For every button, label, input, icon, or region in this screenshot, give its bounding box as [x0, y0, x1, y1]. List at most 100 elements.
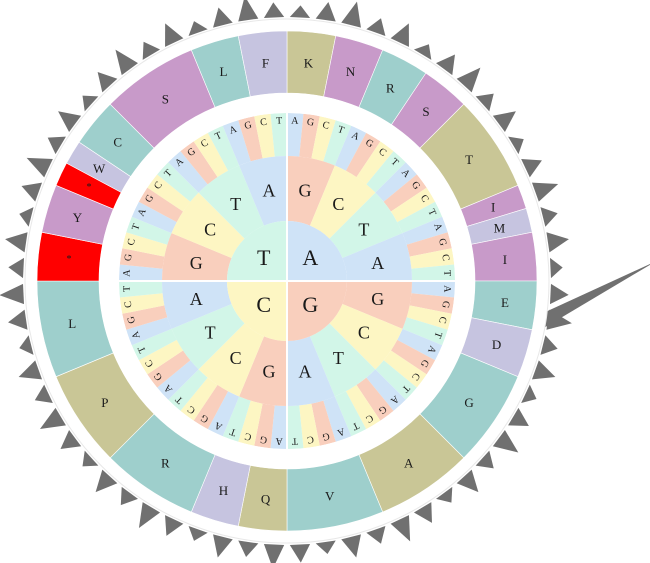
rim-spike [188, 21, 208, 37]
second-base-sector [162, 281, 232, 329]
third-base-sector [411, 281, 455, 298]
rim-spike [165, 23, 184, 47]
second-base-sector [162, 233, 232, 281]
third-base-sector [207, 125, 240, 171]
rim-spike [97, 72, 118, 93]
rim-spike [238, 0, 259, 22]
second-base-sector [342, 281, 412, 329]
third-base-label: T [136, 344, 149, 354]
amino-acid-label: G [464, 395, 473, 410]
third-base-sector [323, 120, 352, 166]
rim-spike [549, 257, 563, 279]
stop-codon-label: * [67, 254, 72, 265]
amino-acid-label: R [386, 80, 395, 95]
second-base-sector [309, 165, 376, 239]
third-base-label: A [425, 344, 438, 356]
third-base-sector [180, 141, 218, 185]
third-base-sector [299, 403, 320, 449]
third-base-label: G [123, 253, 135, 262]
third-base-sector [287, 113, 304, 157]
second-base-sector [239, 156, 287, 226]
rim-spike [475, 450, 494, 469]
rim-spike [475, 93, 494, 112]
third-base-sector [311, 116, 336, 162]
amino-acid-label: H [219, 483, 228, 498]
rim-spike [95, 469, 118, 493]
second-base-label: T [230, 194, 241, 214]
third-base-sector [366, 369, 406, 411]
amino-acid-label: A [404, 456, 414, 471]
rim-spike [47, 136, 66, 155]
amino-acid-label: N [346, 64, 356, 79]
third-base-label: G [259, 433, 268, 445]
rim-spike [436, 486, 453, 503]
rim-spike [508, 407, 529, 426]
first-base-sector [227, 221, 287, 281]
third-base-sector [270, 113, 287, 157]
third-base-label: C [143, 357, 156, 369]
amino-acid-ring [36, 30, 538, 532]
first-base-label: A [302, 245, 318, 270]
second-base-sector [309, 323, 376, 397]
third-base-sector [254, 113, 275, 159]
rim-spike [390, 23, 409, 47]
rim-spike [120, 486, 138, 506]
third-base-label: G [126, 315, 138, 325]
first-base-sector [287, 281, 347, 341]
third-base-sector [390, 187, 436, 223]
third-base-sector [270, 405, 287, 449]
third-base-label: G [306, 117, 315, 129]
amino-acid-label: F [262, 56, 269, 71]
third-base-sector [406, 232, 452, 257]
third-base-sector [157, 162, 199, 202]
rim-spike [521, 159, 542, 178]
third-base-label: C [243, 430, 252, 442]
second-base-label: A [371, 253, 384, 273]
third-base-label: T [388, 156, 400, 168]
amino-acid-label: I [491, 200, 495, 215]
rim-spike [138, 502, 161, 529]
rim-spike [436, 54, 455, 76]
third-base-label: T [292, 435, 299, 446]
third-base-sector [238, 400, 263, 446]
third-base-label: C [418, 193, 431, 205]
third-base-sector [119, 264, 163, 281]
start-codon-pointer [544, 263, 650, 328]
rim-spike [413, 44, 432, 60]
second-base-label: T [358, 220, 369, 240]
second-base-label: T [333, 348, 344, 368]
third-base-sector [122, 305, 168, 330]
rim-spike [60, 430, 82, 449]
third-base-sector [356, 141, 394, 185]
rim-spike [456, 67, 481, 93]
rim-spike [263, 2, 285, 19]
amino-acid-label: L [219, 64, 227, 79]
third-base-label: C [363, 412, 375, 425]
third-base-sector [168, 151, 208, 193]
second-base-label: C [230, 348, 242, 368]
rim-spike [492, 430, 519, 453]
second-base-label: C [204, 220, 216, 240]
third-base-sector [222, 120, 251, 166]
third-base-sector [411, 264, 456, 281]
rim-spike [315, 540, 336, 555]
third-base-label: G [418, 357, 431, 369]
third-base-label: T [425, 207, 438, 217]
rim-spike [0, 283, 25, 305]
third-base-label: C [123, 300, 135, 309]
rim-spike [492, 111, 516, 132]
rim-spike [8, 309, 28, 330]
rim-spike [213, 7, 233, 28]
third-base-sector [402, 216, 448, 245]
third-base-label: T [276, 116, 283, 127]
amino-acid-label: L [68, 316, 76, 331]
third-base-label: C [126, 237, 138, 246]
third-base-sector [131, 328, 177, 361]
third-base-label: G [439, 300, 451, 309]
third-base-label: T [350, 419, 360, 432]
third-base-sector [375, 360, 417, 400]
second-base-label: A [190, 289, 203, 309]
first-base-label: C [256, 292, 271, 317]
rim-spike [165, 515, 184, 536]
